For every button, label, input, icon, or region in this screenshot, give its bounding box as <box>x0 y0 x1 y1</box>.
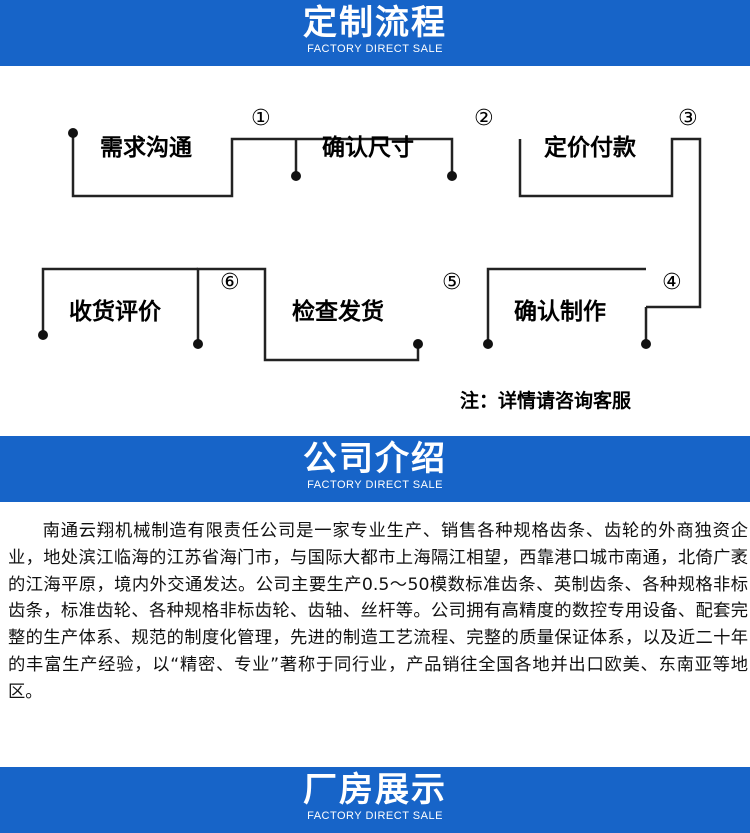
section-title: 公司介绍 <box>303 439 447 479</box>
step-label: 需求沟通 <box>100 135 192 161</box>
step-number: ③ <box>678 106 698 131</box>
step-number: ⑤ <box>442 270 462 295</box>
step-label: 确认制作 <box>514 299 606 325</box>
header-banner-factory: 厂房展示 FACTORY DIRECT SALE <box>0 767 750 833</box>
note-text: 注：详情请咨询客服 <box>460 390 632 412</box>
step-number: ④ <box>662 270 682 295</box>
section-subtitle: FACTORY DIRECT SALE <box>307 479 443 491</box>
step-number: ② <box>474 106 494 131</box>
step-number: ⑥ <box>220 270 240 295</box>
company-intro: 南通云翔机械制造有限责任公司是一家专业生产、销售各种规格齿条、齿轮的外商独资企业… <box>8 521 748 702</box>
process-flow: 需求沟通 确认尺寸 定价付款 确认制作 检查发货 收货评价 ① ② ③ ④ ⑤ … <box>0 66 750 436</box>
section-subtitle: FACTORY DIRECT SALE <box>307 43 443 55</box>
header-banner-process: 定制流程 FACTORY DIRECT SALE <box>0 0 750 66</box>
section-title: 定制流程 <box>303 3 447 43</box>
header-banner-intro: 公司介绍 FACTORY DIRECT SALE <box>0 436 750 502</box>
step-number: ① <box>251 106 271 131</box>
section-title: 厂房展示 <box>303 770 447 810</box>
step-label: 定价付款 <box>544 135 636 161</box>
step-label: 收货评价 <box>69 299 161 325</box>
step-label: 检查发货 <box>292 299 384 325</box>
step-label: 确认尺寸 <box>322 135 414 161</box>
section-subtitle: FACTORY DIRECT SALE <box>307 810 443 822</box>
flow-lines <box>38 128 702 362</box>
